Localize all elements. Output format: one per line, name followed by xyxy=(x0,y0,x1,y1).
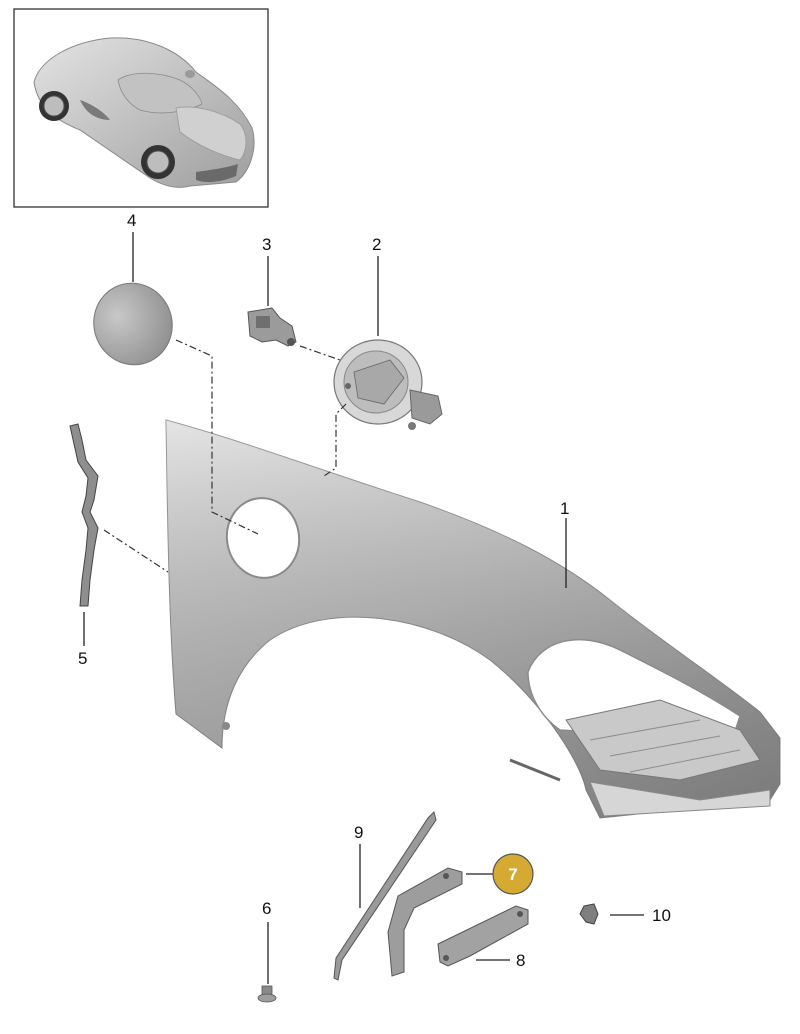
callout-8[interactable]: 8 xyxy=(516,951,525,970)
callout-10[interactable]: 10 xyxy=(652,906,671,925)
part-screw xyxy=(257,985,277,1003)
assembly-lines xyxy=(103,339,347,573)
callout-2[interactable]: 2 xyxy=(372,235,381,254)
callout-3[interactable]: 3 xyxy=(262,235,271,254)
part-fuel-filler-flap xyxy=(93,282,173,366)
part-support-rod xyxy=(333,811,437,981)
highlight-circle[interactable] xyxy=(492,853,534,895)
part-filler-housing xyxy=(333,339,443,430)
part-bracket xyxy=(387,867,463,977)
callout-4[interactable]: 4 xyxy=(127,211,136,230)
callout-7[interactable]: 7 xyxy=(508,865,517,884)
part-seal-strip xyxy=(69,423,99,607)
part-front-fender xyxy=(165,419,781,819)
part-clip xyxy=(579,903,599,925)
callout-9[interactable]: 9 xyxy=(354,823,363,842)
callout-5[interactable]: 5 xyxy=(78,649,87,668)
part-actuator xyxy=(247,307,297,347)
car-thumbnail-icon xyxy=(33,37,255,188)
callout-6[interactable]: 6 xyxy=(262,899,271,918)
callout-1[interactable]: 1 xyxy=(560,499,569,518)
car-thumbnail xyxy=(13,8,269,208)
leader-lines xyxy=(83,232,644,984)
callout-7-highlight[interactable]: 7 xyxy=(492,853,534,895)
part-mount-bracket xyxy=(437,905,529,967)
